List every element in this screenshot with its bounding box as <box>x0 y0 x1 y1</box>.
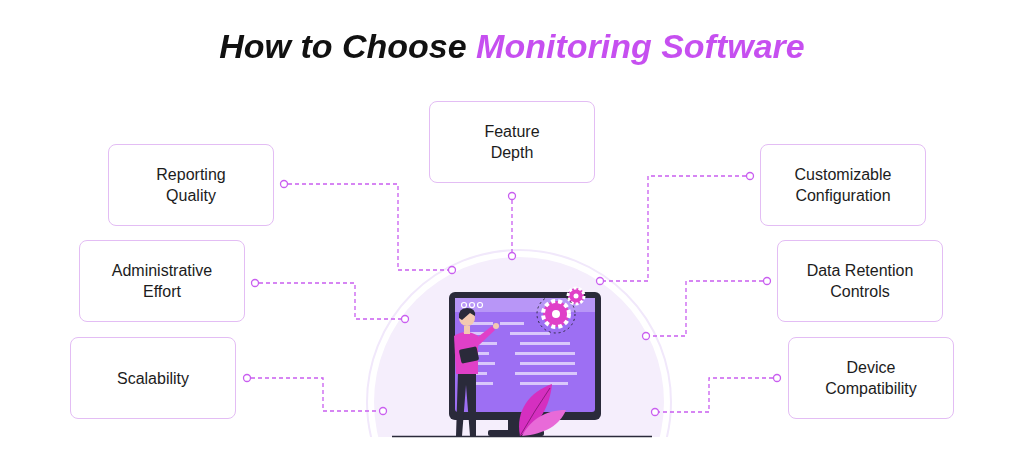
screen-rows <box>463 322 577 385</box>
box-text-group: Administrative Effort <box>101 260 223 302</box>
box-text-group: Device Compatibility <box>810 357 932 399</box>
criterion-label: Feature Depth <box>466 121 558 163</box>
criterion-label: Scalability <box>117 368 189 389</box>
box-text-group: Scalability <box>117 368 189 389</box>
criterion-box: Administrative Effort <box>79 240 245 322</box>
leader-lines <box>251 176 773 412</box>
criterion-box: Feature Depth <box>429 101 595 183</box>
box-text-group: Data Retention Controls <box>793 260 927 302</box>
criterion-label: Reporting Quality <box>135 164 247 206</box>
halo-ring <box>367 250 671 437</box>
backdrop-circle <box>374 257 664 437</box>
leader-dots <box>244 173 781 416</box>
window-dot <box>470 303 475 308</box>
leaf-vein <box>520 388 550 436</box>
criterion-box: Device Compatibility <box>788 337 954 419</box>
criterion-label: Data Retention Controls <box>793 260 927 302</box>
title-row: How to Choose Monitoring Software <box>0 24 1024 68</box>
person-figure <box>454 308 499 436</box>
criterion-label: Customizable Configuration <box>783 164 903 206</box>
criterion-label: Device Compatibility <box>810 357 932 399</box>
window-dot <box>462 303 467 308</box>
box-text-group: Customizable Configuration <box>783 164 903 206</box>
criterion-label: Administrative Effort <box>101 260 223 302</box>
gear-orbit <box>537 295 575 333</box>
criterion-box: Reporting Quality <box>108 144 274 226</box>
criterion-box: Customizable Configuration <box>760 144 926 226</box>
gear-large <box>543 301 569 327</box>
leaf <box>522 410 566 436</box>
box-text-group: Reporting Quality <box>135 164 247 206</box>
criterion-box: Scalability <box>70 337 236 419</box>
box-text-group: Feature Depth <box>466 121 558 163</box>
criterion-box: Data Retention Controls <box>777 240 943 322</box>
window-dot <box>478 303 483 308</box>
diagram-title: How to Choose Monitoring Software <box>219 24 805 68</box>
